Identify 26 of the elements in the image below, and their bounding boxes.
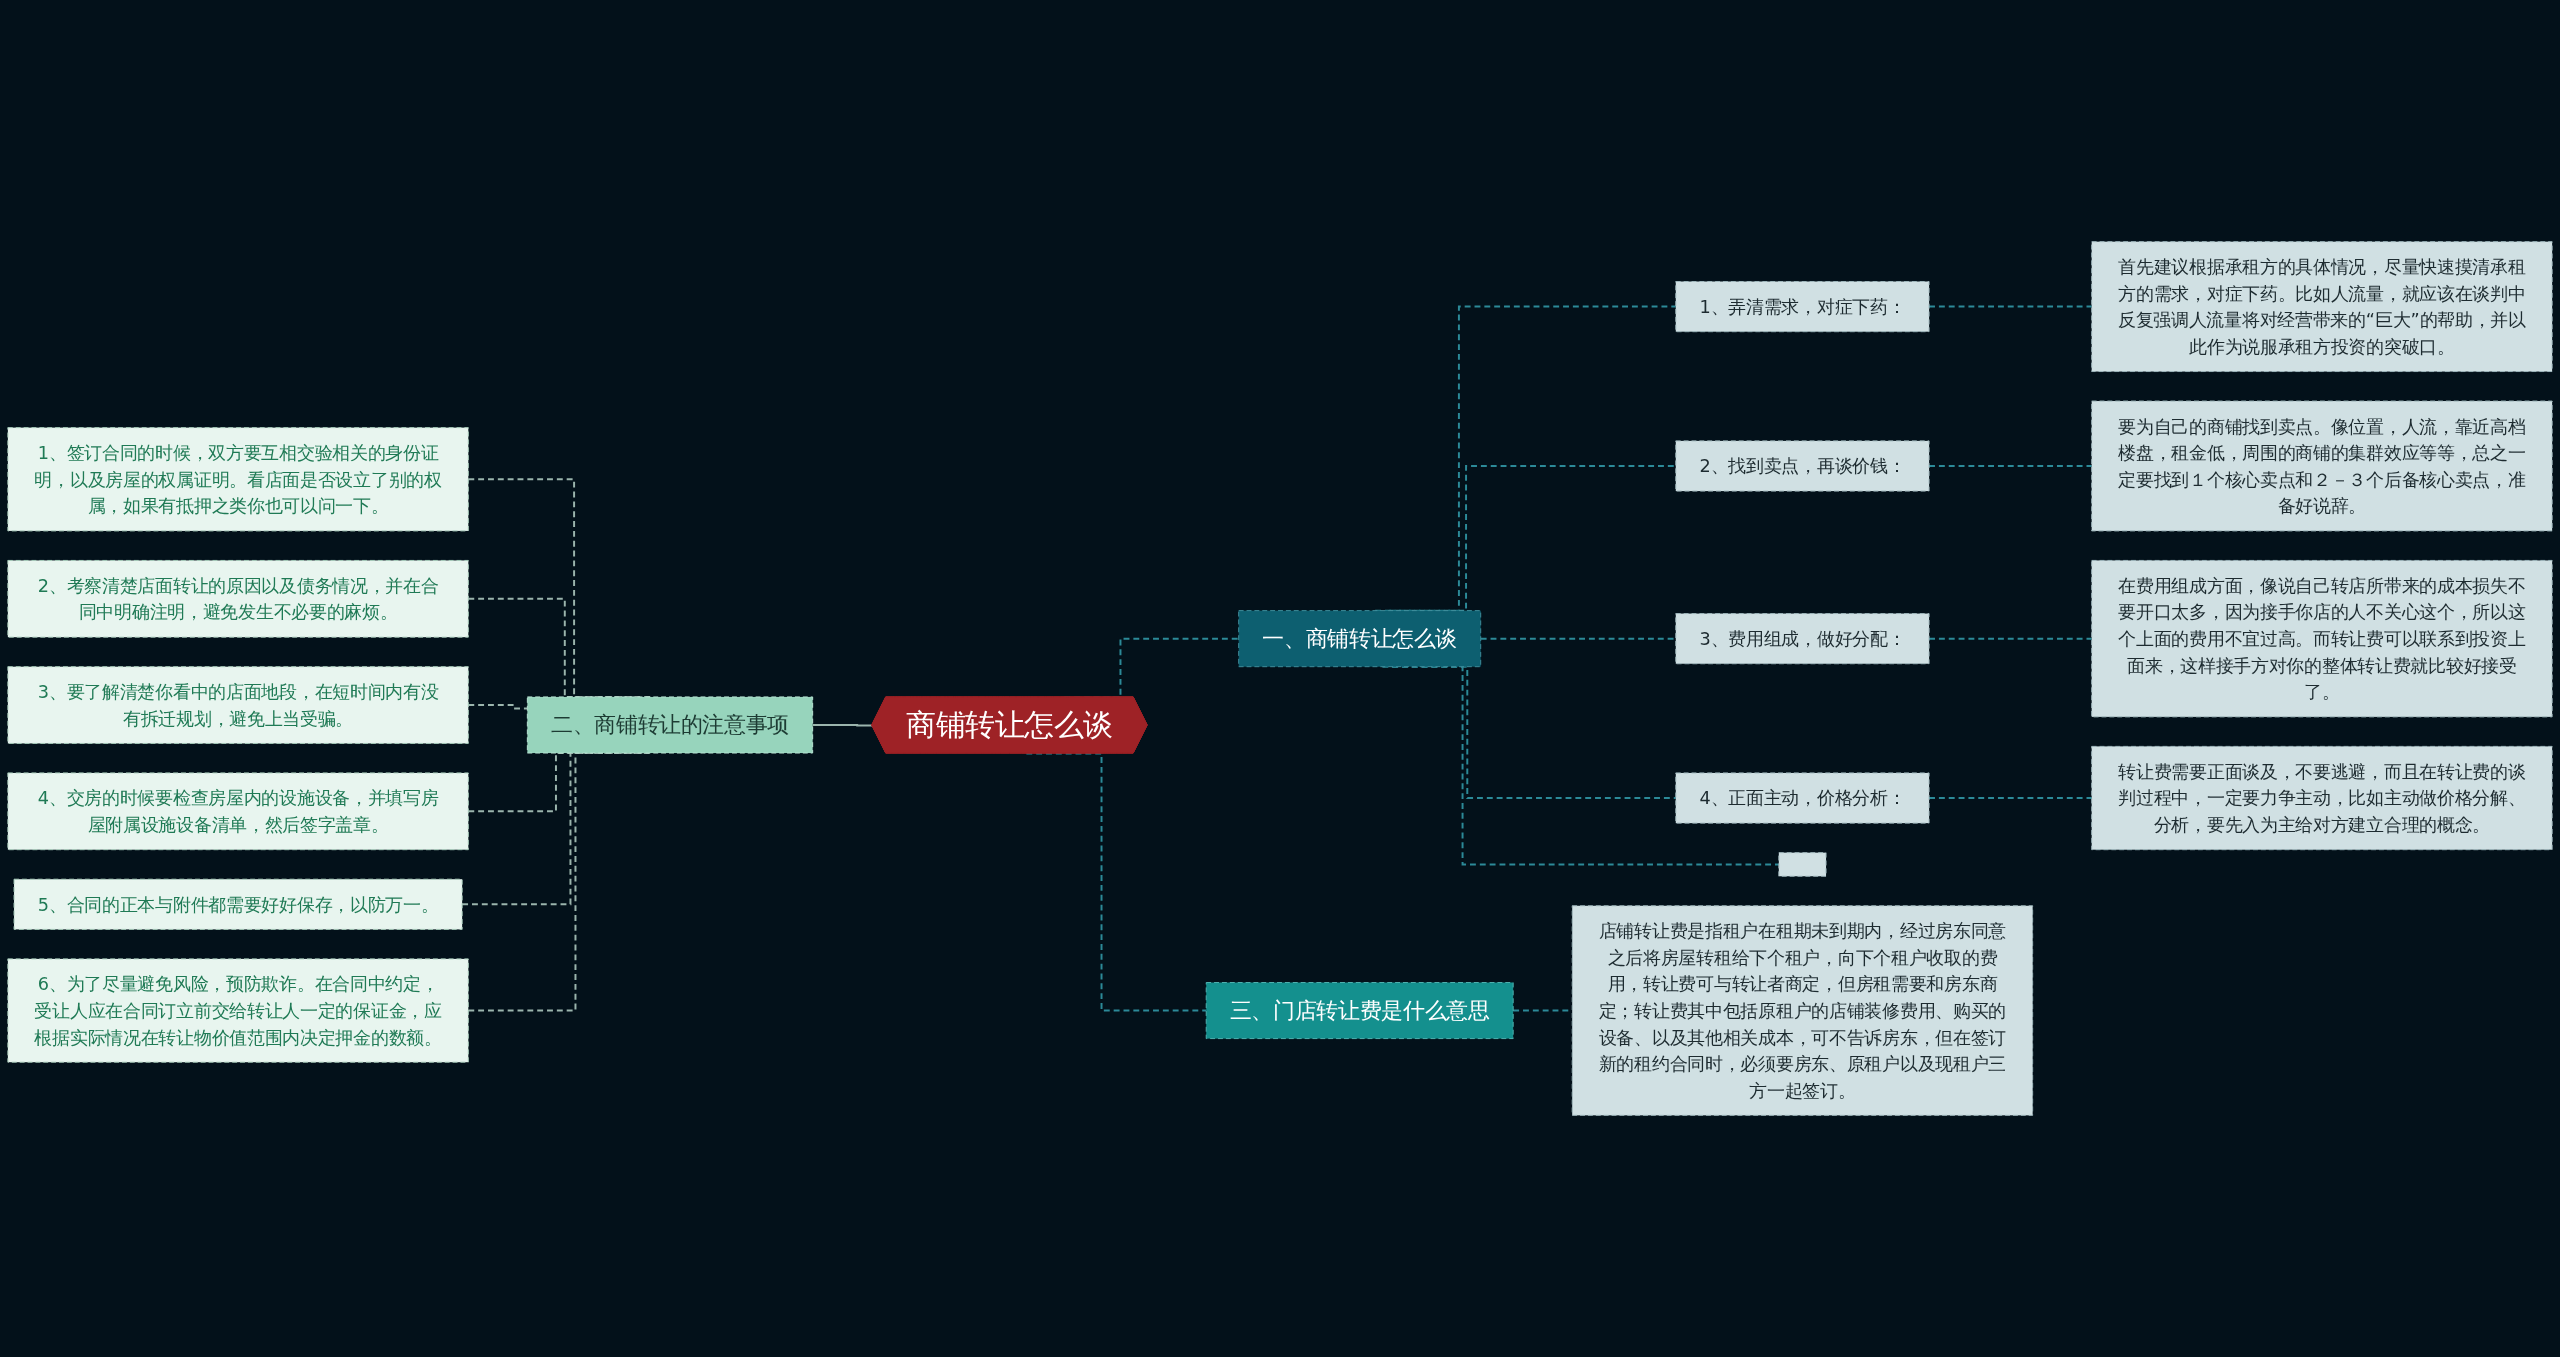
node-box [1778,852,1827,877]
connector [1928,305,2093,308]
connector [467,704,529,710]
node-box: 3、费用组成，做好分配： [1675,613,1930,665]
node-box: 转让费需要正面谈及，不要逃避，而且在转让费的谈判过程中，一定要力争主动，比如主动做价格分解、分析，要先入为主给对方建立合理的概念。 [2091,745,2553,851]
node-box: 在费用组成方面，像说自己转店所带来的成本损失不要开口太多，因为接手你店的人不关心这个，所以这个上面的费用不宜过高。而转让费可以联系到投资上面来，这样接手方对你的整体转让费就比较好接受了。 [2091,559,2553,718]
node-box: 二、商铺转让的注意事项 [526,696,814,754]
node-box: 1、签订合同的时候，双方要互相交验相关的身份证明，以及房屋的权属证明。看店面是否设立了别的权属，如果有抵押之类你也可以问一下。 [7,427,469,532]
connector [1479,637,1677,640]
connector [1928,797,2093,800]
connector [811,724,874,727]
node-box: 4、正面主动，价格分析： [1675,772,1930,824]
connector [1928,637,2093,640]
node-box: 首先建议根据承租方的具体情况，尽量快速摸清承租方的需求，对症下药。比如人流量，就应该在谈判中反复强调人流量将对经营带来的“巨大”的帮助，并以此作为说服承租方投资的突破口。 [2091,241,2553,373]
node-box: 1、弄清需求，对症下药： [1675,281,1930,333]
node-box: 4、交房的时候要检查房屋内的设施设备，并填写房屋附属设施设备清单，然后签字盖章。 [7,772,469,851]
node-box: 一、商铺转让怎么谈 [1238,610,1482,668]
node-box: 三、门店转让费是什么意思 [1205,982,1514,1040]
node-box: 要为自己的商铺找到卖点。像位置，人流，靠近高档楼盘，租金低，周围的商铺的集群效应等等，总之一定要找到１个核心卖点和２－３个后备核心卖点，准备好说辞。 [2091,400,2553,532]
node-box: 2、找到卖点，再谈价钱： [1675,440,1930,492]
node-box: 店铺转让费是指租户在租期未到期内，经过房东同意之后将房屋转租给下个租户，向下个租户收取的费用，转让费可与转让者商定，但房租需要和房东商定；转让费其中包括原租户的店铺装修费用、购买的设备、以及其他相关成本，可不告诉房东，但在签订新的租约合同时，必须要房东、原租户以及现租户三方一起签订。 [1571,905,2034,1116]
connector [1928,465,2093,467]
node-box: 2、考察清楚店面转让的原因以及债务情况，并在合同中明确注明，避免发生不必要的麻烦。 [7,559,469,638]
node-box: 5、合同的正本与附件都需要好好保存，以防万一。 [13,878,463,930]
node-box: 3、要了解清楚你看中的店面地段，在短时间内有没有拆迁规划，避免上当受骗。 [7,666,469,744]
node-box: 6、为了尽量避免风险，预防欺诈。在合同中约定，受让人应在合同订立前交给转让人一定的保证金，应根据实际情况在转让物价值范围内决定押金的数额。 [7,958,469,1063]
